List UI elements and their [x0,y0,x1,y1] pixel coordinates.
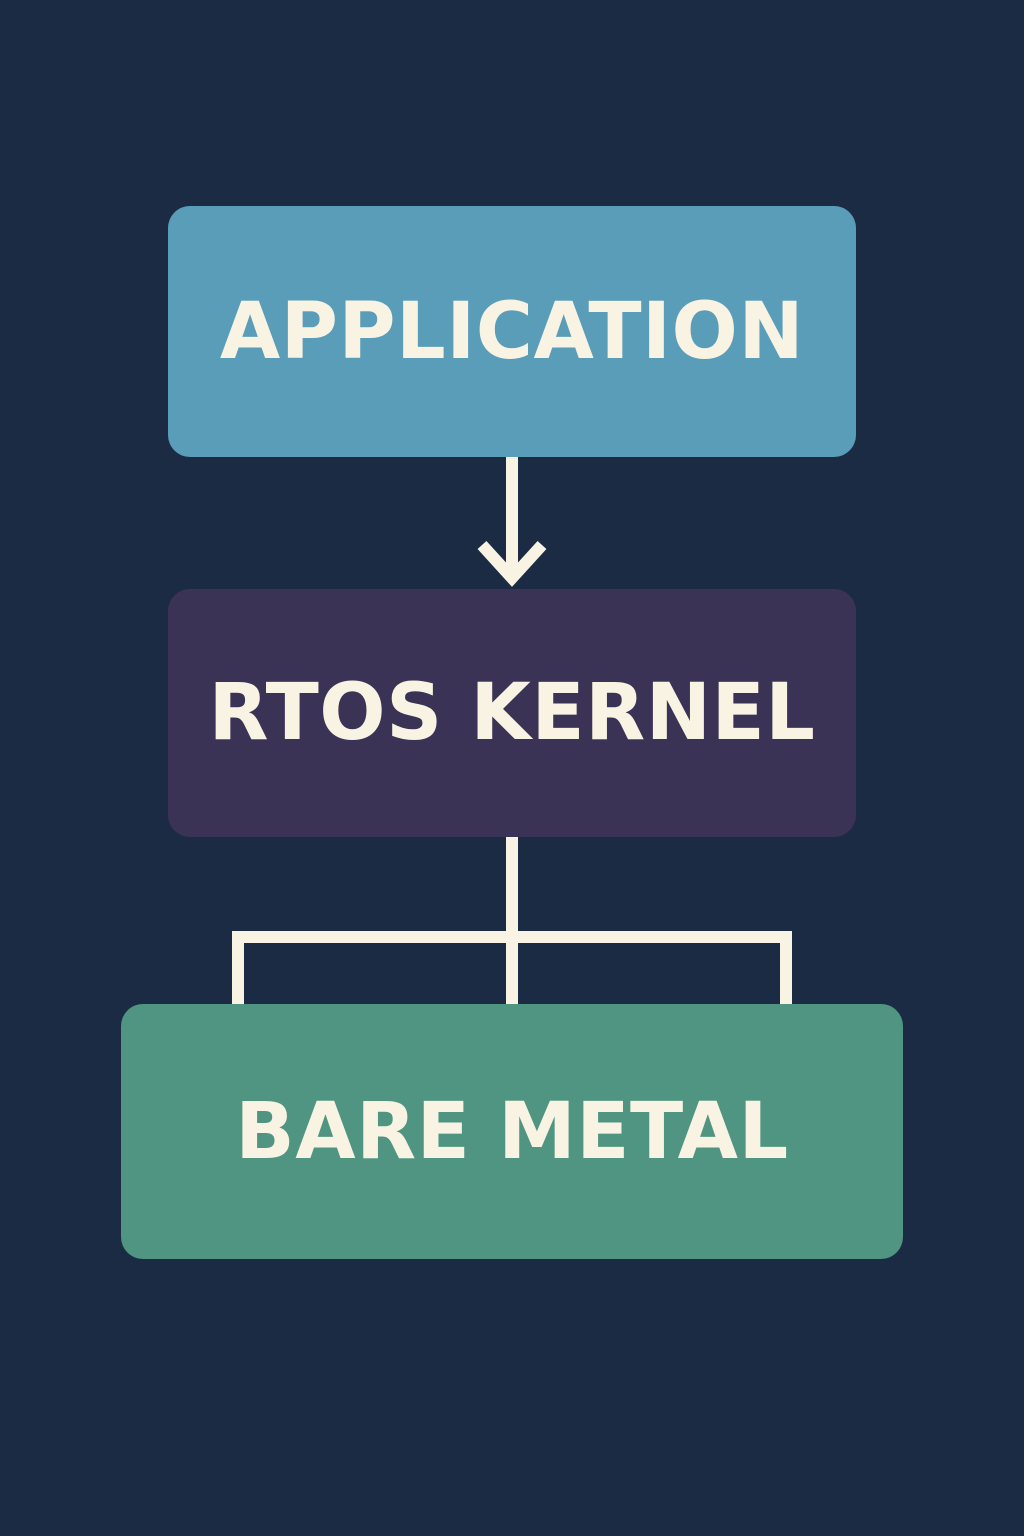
bare-metal-layer-box: BARE METAL [121,1004,903,1259]
arrow-application-to-kernel [477,457,547,587]
rtos-kernel-layer-label: RTOS KERNEL [208,668,816,758]
bare-metal-layer-label: BARE METAL [235,1086,789,1177]
application-layer-box: APPLICATION [168,206,856,457]
application-layer-label: APPLICATION [219,286,805,377]
rtos-kernel-layer-box: RTOS KERNEL [168,589,856,837]
branch-kernel-to-bare-metal [232,837,792,1004]
